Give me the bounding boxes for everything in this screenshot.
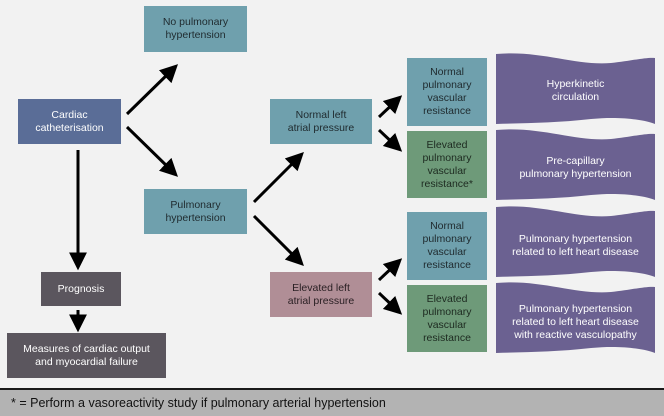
outcome-ph-left-heart-disease: Pulmonary hypertension related to left h…	[512, 233, 639, 258]
normal-left-atrial-pressure-node: Normal left atrial pressure	[270, 99, 372, 144]
arrow-normal-lap-to-normal-pvr	[377, 95, 403, 119]
banner-pre-capillary	[496, 129, 655, 200]
outcome-hyperkinetic-circulation: Hyperkinetic circulation	[546, 78, 605, 103]
normal-pvr-node-2: Normal pulmonary vascular resistance	[407, 212, 487, 280]
pulmonary-hypertension-node: Pulmonary hypertension	[144, 189, 247, 234]
banner-left-heart-reactive	[496, 282, 655, 353]
banner-hyperkinetic	[496, 53, 655, 124]
normal-pvr-node-1: Normal pulmonary vascular resistance	[407, 58, 487, 126]
arrow-cath-to-ph	[125, 125, 179, 177]
arrow-elevated-lap-to-normal-pvr	[377, 258, 403, 282]
arrow-ph-to-elevated-lap	[252, 214, 304, 266]
elevated-pvr-node-2: Elevated pulmonary vascular resistance	[407, 285, 487, 352]
outcome-ph-left-heart-reactive: Pulmonary hypertension related to left h…	[512, 302, 639, 341]
arrow-ph-to-normal-lap	[252, 152, 304, 204]
no-pulmonary-hypertension-node: No pulmonary hypertension	[144, 6, 247, 52]
outcome-pre-capillary-ph: Pre-capillary pulmonary hypertension	[519, 155, 632, 180]
arrow-normal-lap-to-elevated-pvr	[377, 128, 403, 152]
elevated-pvr-node-1: Elevated pulmonary vascular resistance*	[407, 131, 487, 198]
cardiac-catheterisation-node: Cardiac catheterisation	[18, 99, 121, 144]
elevated-left-atrial-pressure-node: Elevated left atrial pressure	[270, 272, 372, 317]
arrow-elevated-lap-to-elevated-pvr	[377, 291, 403, 315]
banner-left-heart	[496, 206, 655, 277]
measures-node: Measures of cardiac output and myocardia…	[7, 333, 166, 378]
footnote: * = Perform a vasoreactivity study if pu…	[0, 388, 664, 416]
diagram-canvas	[69, 53, 655, 353]
arrow-cath-to-no-ph	[125, 64, 179, 116]
prognosis-node: Prognosis	[41, 272, 121, 306]
